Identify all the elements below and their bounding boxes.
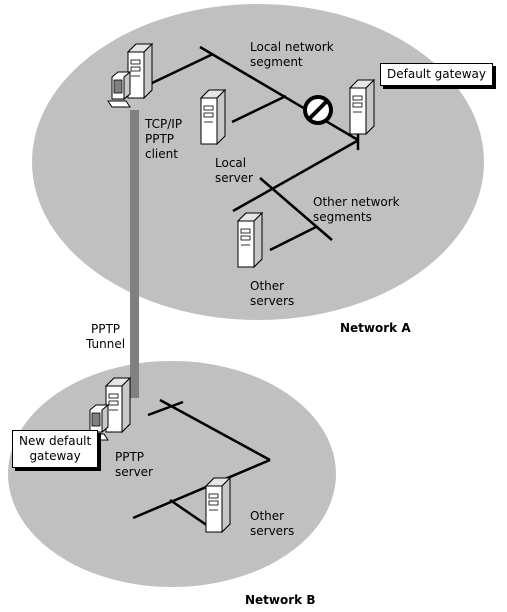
local-server-icon [200,89,226,145]
new-default-gateway-callout: New default gateway [12,430,99,468]
pptp-server-label: PPTP server [115,450,153,479]
other-server-a-icon [237,212,263,268]
network-b-area [8,361,336,587]
pptp-tunnel [130,110,139,398]
network-a-cabling [149,45,360,252]
new-default-gateway-line2: gateway [29,449,81,463]
other-servers-a-label: Other servers [250,279,295,308]
local-server-label: Local server [215,156,253,185]
new-default-gateway-line1: New default [19,434,92,448]
pptp-server-icon [105,377,131,433]
other-server-b-icon [205,477,231,533]
default-gateway-callout: Default gateway [380,63,493,86]
local-segment-label: Local network segment [250,40,334,69]
network-a-label: Network A [340,321,411,335]
network-b-cabling [132,398,271,528]
pptp-client-server-icon [127,43,153,99]
other-servers-b-label: Other servers [250,509,295,538]
no-entry-icon [303,95,333,125]
pptp-tunnel-label: PPTP Tunnel [86,322,126,351]
pptp-client-label: TCP/IP PPTP client [145,117,183,161]
other-segments-label: Other network segments [313,195,400,224]
default-gateway-server-icon [349,79,375,135]
network-b-label: Network B [245,593,316,607]
default-gateway-text: Default gateway [387,67,486,81]
